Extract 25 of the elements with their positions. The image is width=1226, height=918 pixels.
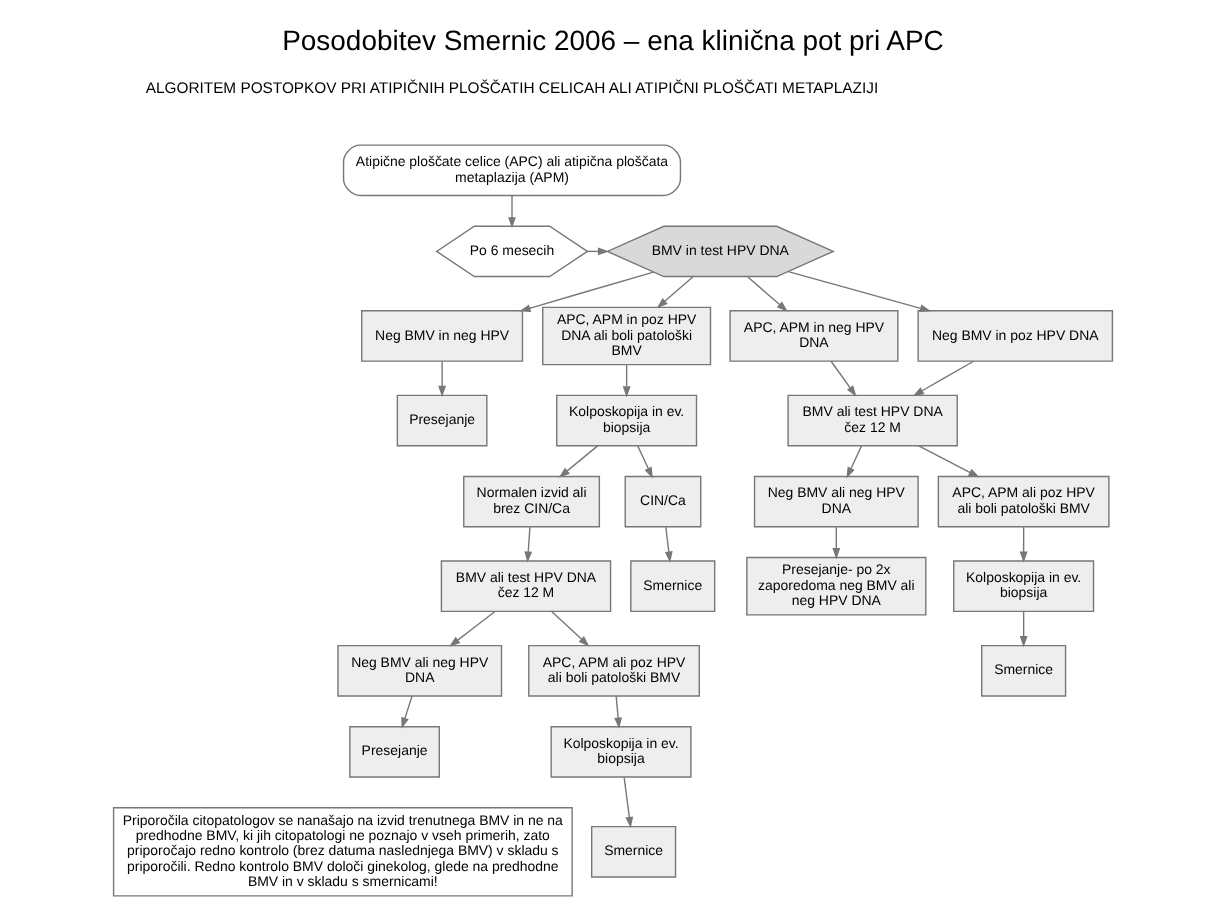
arrow bbox=[637, 445, 653, 479]
arrow bbox=[623, 776, 634, 829]
arrow bbox=[622, 364, 631, 398]
arrow bbox=[787, 270, 932, 313]
arrow bbox=[918, 445, 980, 478]
arrow bbox=[449, 611, 496, 647]
arrow bbox=[558, 445, 599, 478]
arrow bbox=[551, 611, 590, 647]
arrow bbox=[832, 526, 841, 560]
diagram-title: Posodobitev Smernic 2006 – ena klinična pot pri APC bbox=[282, 24, 944, 57]
arrow bbox=[664, 526, 673, 563]
arrow bbox=[1019, 526, 1028, 563]
arrow bbox=[656, 276, 694, 309]
label: ALGORITEM POSTOPKOV PRI ATIPIČNIH PLOŠČATIH CELICAH ALI ATIPIČNI PLOŠČATI METAPLAZIJI bbox=[145, 79, 879, 98]
arrow bbox=[1019, 611, 1028, 648]
arrow bbox=[830, 360, 857, 397]
arrow bbox=[401, 695, 413, 729]
arrow bbox=[912, 360, 975, 397]
arrow bbox=[438, 360, 447, 398]
arrow bbox=[508, 194, 516, 229]
arrow bbox=[846, 445, 863, 479]
arrow bbox=[519, 271, 655, 312]
arrow bbox=[524, 526, 533, 563]
arrow bbox=[614, 695, 622, 729]
arrow bbox=[747, 276, 788, 312]
